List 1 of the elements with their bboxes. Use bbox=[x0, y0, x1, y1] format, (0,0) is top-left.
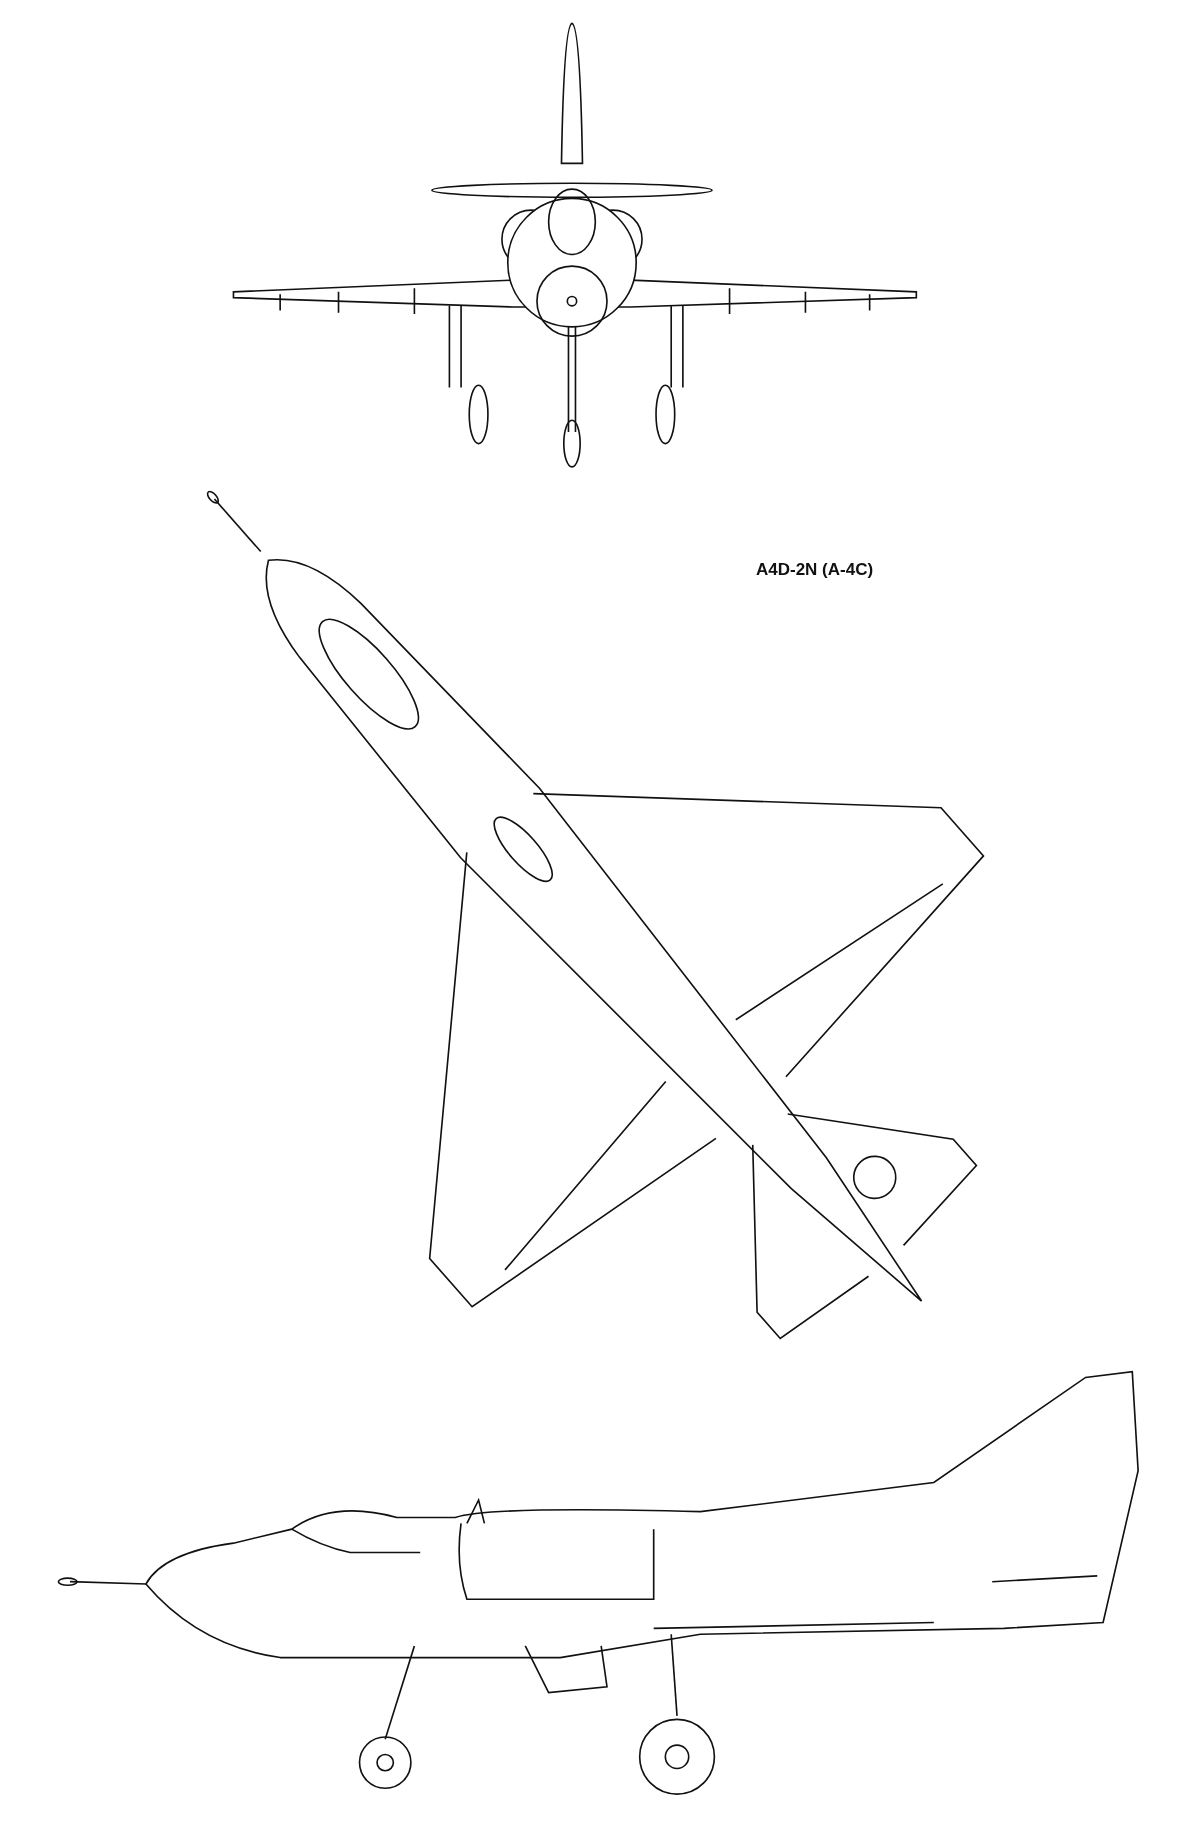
designation-label: A4D-2N (A-4C) bbox=[756, 560, 874, 580]
